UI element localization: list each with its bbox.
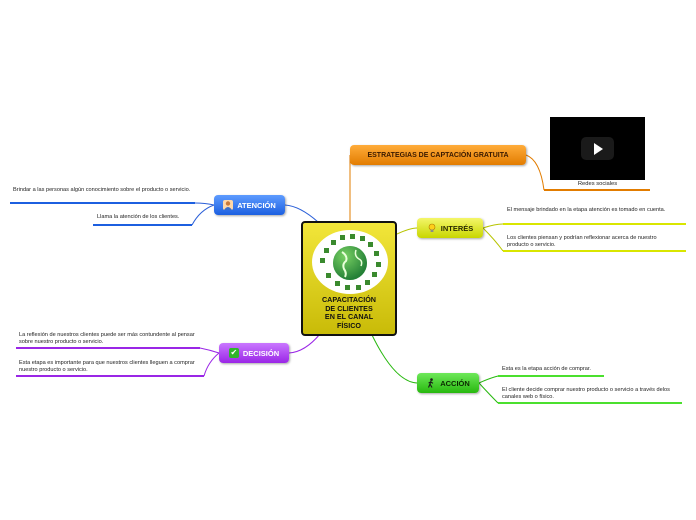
topic-accion-label: ACCIÓN (440, 379, 470, 388)
walking-person-icon (426, 378, 436, 388)
video-thumbnail[interactable] (550, 117, 645, 180)
topic-accion[interactable]: ACCIÓN (417, 373, 479, 393)
play-icon (594, 143, 603, 155)
connector-atencion (285, 205, 318, 222)
video-caption: Redes sociales (550, 181, 645, 187)
topic-atencion-label: ATENCIÓN (237, 201, 276, 210)
topic-estrategias[interactable]: ESTRATEGIAS DE CAPTACIÓN GRATUITA (350, 145, 526, 165)
decision-item-2[interactable]: Esta etapa es importante para que nuestr… (19, 360, 201, 375)
person-icon (223, 200, 233, 210)
interes-item-2[interactable]: Los clientes piensan y podrían reflexion… (507, 235, 679, 250)
connector-accion-2 (479, 383, 498, 403)
play-button[interactable] (581, 137, 614, 160)
accion-item-2[interactable]: El cliente decide comprar nuestro produc… (502, 387, 680, 402)
topic-interes-label: INTERÉS (441, 224, 474, 233)
central-topic[interactable]: CAPACITACIÓN DE CLIENTES EN EL CANAL FÍS… (301, 221, 397, 336)
topic-interes[interactable]: INTERÉS (417, 218, 483, 238)
globe-eco-icon (312, 230, 388, 294)
connector-accion (372, 335, 417, 383)
topic-decision-label: DECISIÓN (243, 349, 279, 358)
decision-item-1[interactable]: La reflexión de nuestros clientes puede … (19, 332, 199, 347)
connector-estrategias-video (526, 155, 544, 190)
atencion-item-2[interactable]: Llama la atención de los clientes. (97, 214, 192, 221)
topic-atencion[interactable]: ATENCIÓN (214, 195, 285, 215)
connector-accion-1 (479, 376, 498, 383)
topic-decision[interactable]: ✔ DECISIÓN (219, 343, 289, 363)
connector-interes-2 (483, 228, 503, 251)
connector-decision-1 (200, 348, 219, 353)
connector-interes-1 (483, 224, 503, 228)
topic-estrategias-label: ESTRATEGIAS DE CAPTACIÓN GRATUITA (367, 152, 508, 159)
connector-decision (289, 334, 320, 353)
atencion-item-1[interactable]: Brindar a las personas algún conocimient… (13, 187, 195, 194)
connector-decision-2 (204, 353, 219, 376)
accion-item-1[interactable]: Esta es la etapa acción de comprar. (502, 366, 612, 373)
checkmark-icon: ✔ (229, 348, 239, 358)
connector-interes (397, 228, 417, 234)
connector-atencion-2 (192, 205, 214, 225)
interes-item-1[interactable]: El mensaje brindado en la etapa atención… (507, 207, 677, 214)
lightbulb-icon (427, 223, 437, 233)
connector-atencion-1 (195, 203, 214, 205)
central-topic-title: CAPACITACIÓN DE CLIENTES EN EL CANAL FÍS… (305, 296, 393, 331)
